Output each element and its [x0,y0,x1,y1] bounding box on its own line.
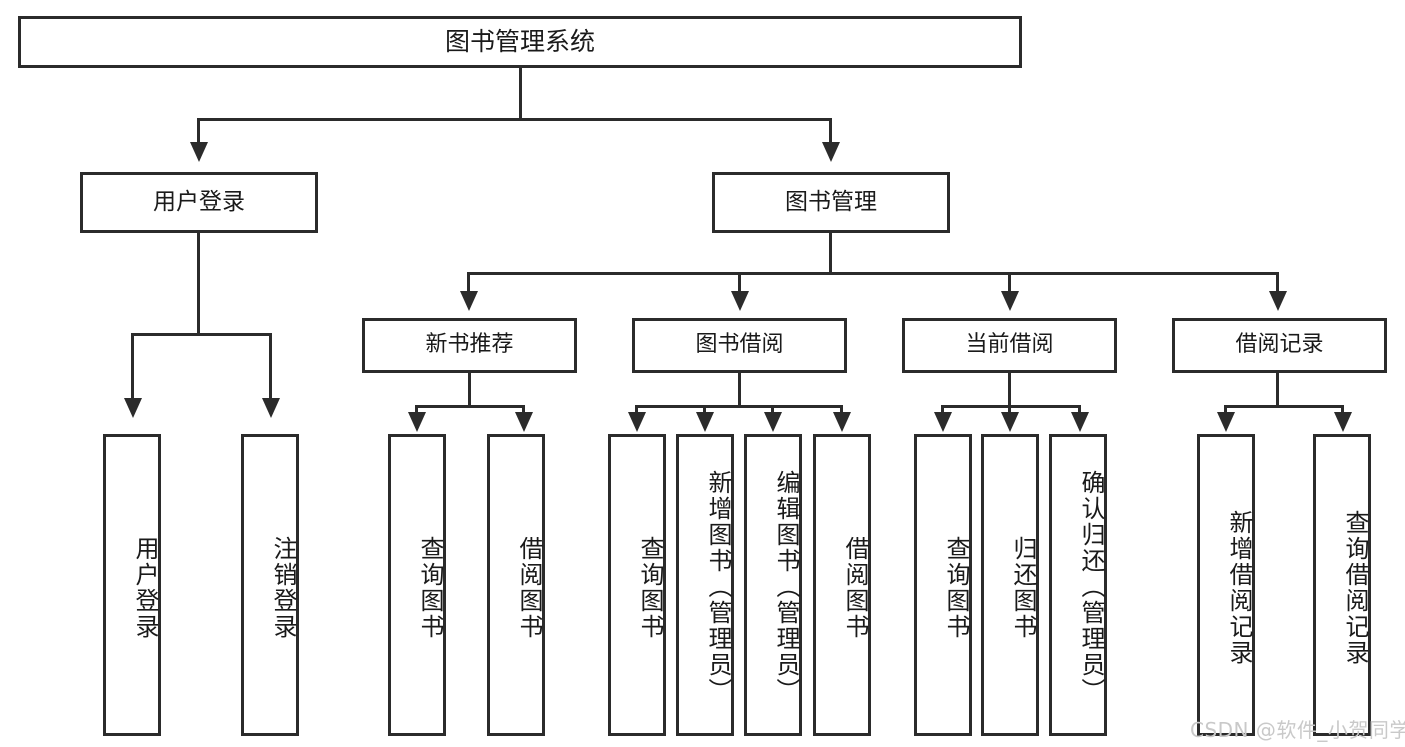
connector-root-drop-right [829,118,832,146]
csdn-watermark: CSDN @软件_小贺同学 [1190,718,1405,742]
connector-nbr-drop-1 [415,405,418,417]
connector-book-manage-stem [829,233,832,275]
node-label: 新增图书（管理员） [704,470,732,704]
node-label: 查询图书 [416,536,444,640]
leaf-cb-return-book[interactable]: 归还图书 [981,434,1039,736]
connector-nbr-drop-2 [522,405,525,417]
leaf-user-login[interactable]: 用户登录 [103,434,161,736]
arrow-to-new-book-recommend [460,291,478,311]
node-label: 归还图书 [1009,536,1037,640]
connector-root-drop-left [197,118,200,146]
leaf-bb-query-book[interactable]: 查询图书 [608,434,666,736]
connector-bb-drop-1 [635,405,638,417]
node-label: 新增借阅记录 [1225,510,1253,666]
node-label: 注销登录 [269,536,297,640]
arrow-to-leaf-br-add-record [1217,412,1235,432]
connector-root-bus [197,118,832,121]
node-label: 当前借阅 [965,332,1054,358]
connector-br-bus [1224,405,1344,408]
connector-cb-drop-3 [1078,405,1081,417]
node-label: 编辑图书（管理员） [772,470,800,704]
arrow-to-user-login [190,142,208,162]
leaf-bb-add-book[interactable]: 新增图书（管理员） [676,434,734,736]
node-label: 图书管理 [785,188,877,215]
node-label: 新书推荐 [425,332,514,358]
arrow-to-leaf-cb-return-book [1001,412,1019,432]
connector-bb-drop-4 [840,405,843,417]
connector-user-login-bus [131,333,271,336]
connector-cb-drop-1 [941,405,944,417]
arrow-to-leaf-logout [262,398,280,418]
connector-book-manage-bus [467,272,1279,275]
arrow-to-leaf-nbr-borrow-book [515,412,533,432]
node-label: 借阅图书 [841,536,869,640]
node-label: 查询图书 [636,536,664,640]
connector-br-stem [1276,373,1279,407]
node-current-borrow[interactable]: 当前借阅 [902,318,1117,373]
connector-nbr-bus [415,405,525,408]
connector-nbr-stem [468,373,471,407]
connector-bm-drop-2 [738,272,741,294]
connector-bb-stem [738,373,741,407]
connector-user-login-stem [197,233,200,335]
connector-user-login-drop-1 [131,333,134,401]
connector-cb-bus [941,405,1081,408]
arrow-to-leaf-br-query-record [1334,412,1352,432]
node-label: 图书管理系统 [444,27,595,56]
node-label: 借阅图书 [515,536,543,640]
leaf-br-query-record[interactable]: 查询借阅记录 [1313,434,1371,736]
arrow-to-leaf-bb-query-book [628,412,646,432]
leaf-logout[interactable]: 注销登录 [241,434,299,736]
leaf-bb-borrow-book[interactable]: 借阅图书 [813,434,871,736]
connector-root-stem [519,68,522,118]
arrow-to-leaf-cb-query-book [934,412,952,432]
leaf-br-add-record[interactable]: 新增借阅记录 [1197,434,1255,736]
leaf-cb-query-book[interactable]: 查询图书 [914,434,972,736]
arrow-to-leaf-cb-confirm-return [1071,412,1089,432]
arrow-to-leaf-bb-add-book [696,412,714,432]
arrow-to-current-borrow [1001,291,1019,311]
node-book-borrow[interactable]: 图书借阅 [632,318,847,373]
connector-cb-drop-2 [1008,405,1011,417]
connector-bb-drop-2 [703,405,706,417]
connector-cb-stem [1008,373,1011,407]
arrow-to-leaf-nbr-query-book [408,412,426,432]
arrow-to-leaf-user-login [124,398,142,418]
node-label: 用户登录 [131,536,159,640]
node-label: 确认归还（管理员） [1077,470,1105,704]
node-label: 查询图书 [942,536,970,640]
node-label: 查询借阅记录 [1341,510,1369,666]
connector-bm-drop-1 [467,272,470,294]
connector-bm-drop-3 [1008,272,1011,294]
arrow-to-book-manage [822,142,840,162]
leaf-cb-confirm-return[interactable]: 确认归还（管理员） [1049,434,1107,736]
node-root-system[interactable]: 图书管理系统 [18,16,1022,68]
leaf-nbr-query-book[interactable]: 查询图书 [388,434,446,736]
leaf-bb-edit-book[interactable]: 编辑图书（管理员） [744,434,802,736]
leaf-nbr-borrow-book[interactable]: 借阅图书 [487,434,545,736]
arrow-to-leaf-bb-borrow-book [833,412,851,432]
node-new-book-recommend[interactable]: 新书推荐 [362,318,577,373]
connector-user-login-drop-2 [269,333,272,401]
node-label: 图书借阅 [695,332,784,358]
node-borrow-record[interactable]: 借阅记录 [1172,318,1387,373]
arrow-to-leaf-bb-edit-book [764,412,782,432]
connector-br-drop-1 [1224,405,1227,417]
connector-bb-drop-3 [771,405,774,417]
connector-br-drop-2 [1341,405,1344,417]
node-book-management[interactable]: 图书管理 [712,172,950,233]
connector-bm-drop-4 [1276,272,1279,294]
arrow-to-book-borrow [731,291,749,311]
connector-bb-bus [635,405,843,408]
node-label: 借阅记录 [1235,332,1324,358]
node-user-login[interactable]: 用户登录 [80,172,318,233]
node-label: 用户登录 [153,188,245,215]
arrow-to-borrow-record [1269,291,1287,311]
